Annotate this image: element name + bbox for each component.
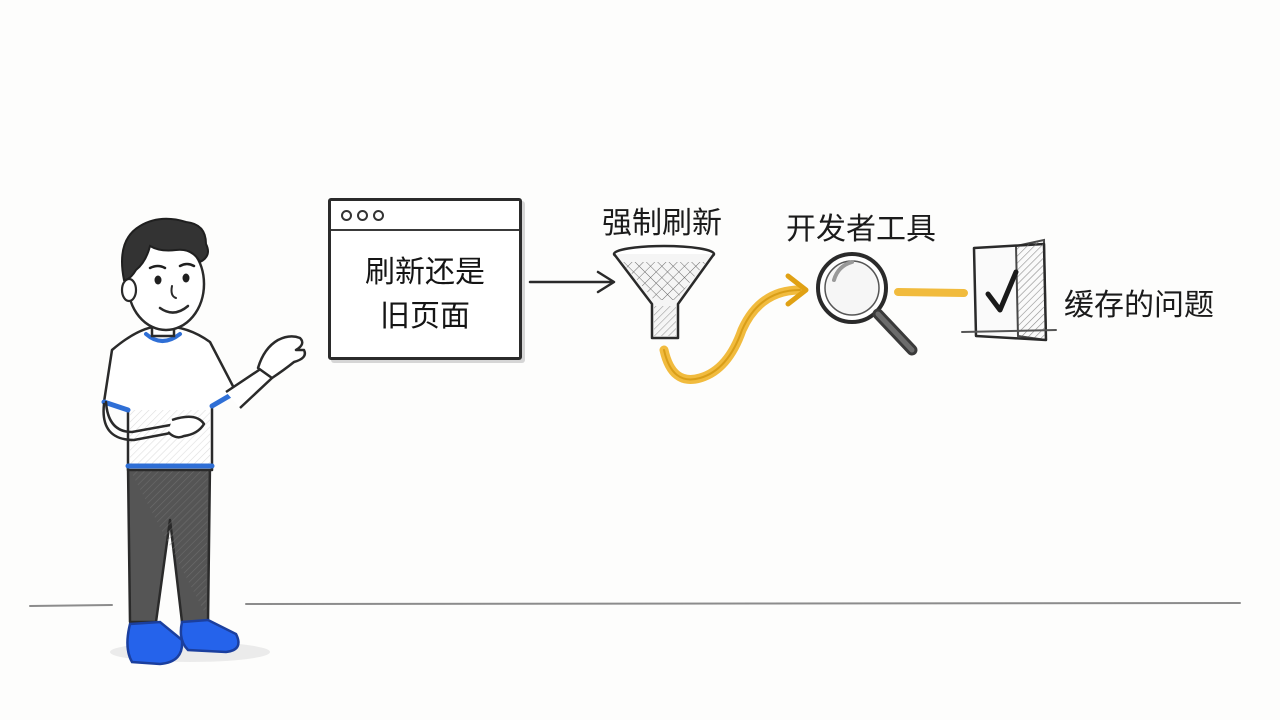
ground-line [29, 602, 1241, 607]
browser-title-bar [331, 201, 519, 231]
highlight-line-magnifier-to-door [894, 288, 968, 297]
browser-window-icon: 刷新还是 旧页面 [328, 198, 522, 360]
presenter-hand-left [167, 415, 206, 439]
highlight-arrow-funnel-to-magnifier [659, 273, 809, 384]
browser-line-2: 旧页面 [380, 299, 470, 334]
funnel-icon [612, 244, 716, 340]
browser-dot-icon [357, 210, 368, 221]
browser-line-1: 刷新还是 [365, 255, 485, 290]
presenter-arm-left [104, 400, 178, 434]
presenter-figure [101, 217, 307, 666]
browser-window-text: 刷新还是 旧页面 [331, 251, 519, 339]
magnifier-icon [816, 252, 918, 356]
funnel-label: 强制刷新 [602, 206, 722, 241]
browser-dot-icon [373, 210, 384, 221]
browser-dot-icon [341, 210, 352, 221]
magnifier-label: 开发者工具 [786, 212, 936, 247]
presenter-hair [121, 217, 209, 282]
presenter-hand-right [256, 335, 307, 380]
presenter-shoe-left [126, 620, 184, 666]
arrow-browser-to-funnel [528, 270, 616, 294]
door-icon [961, 238, 1057, 342]
door-label: 缓存的问题 [1064, 288, 1214, 323]
checkmark-icon [985, 269, 1019, 313]
presenter-shoe-right [179, 618, 240, 654]
